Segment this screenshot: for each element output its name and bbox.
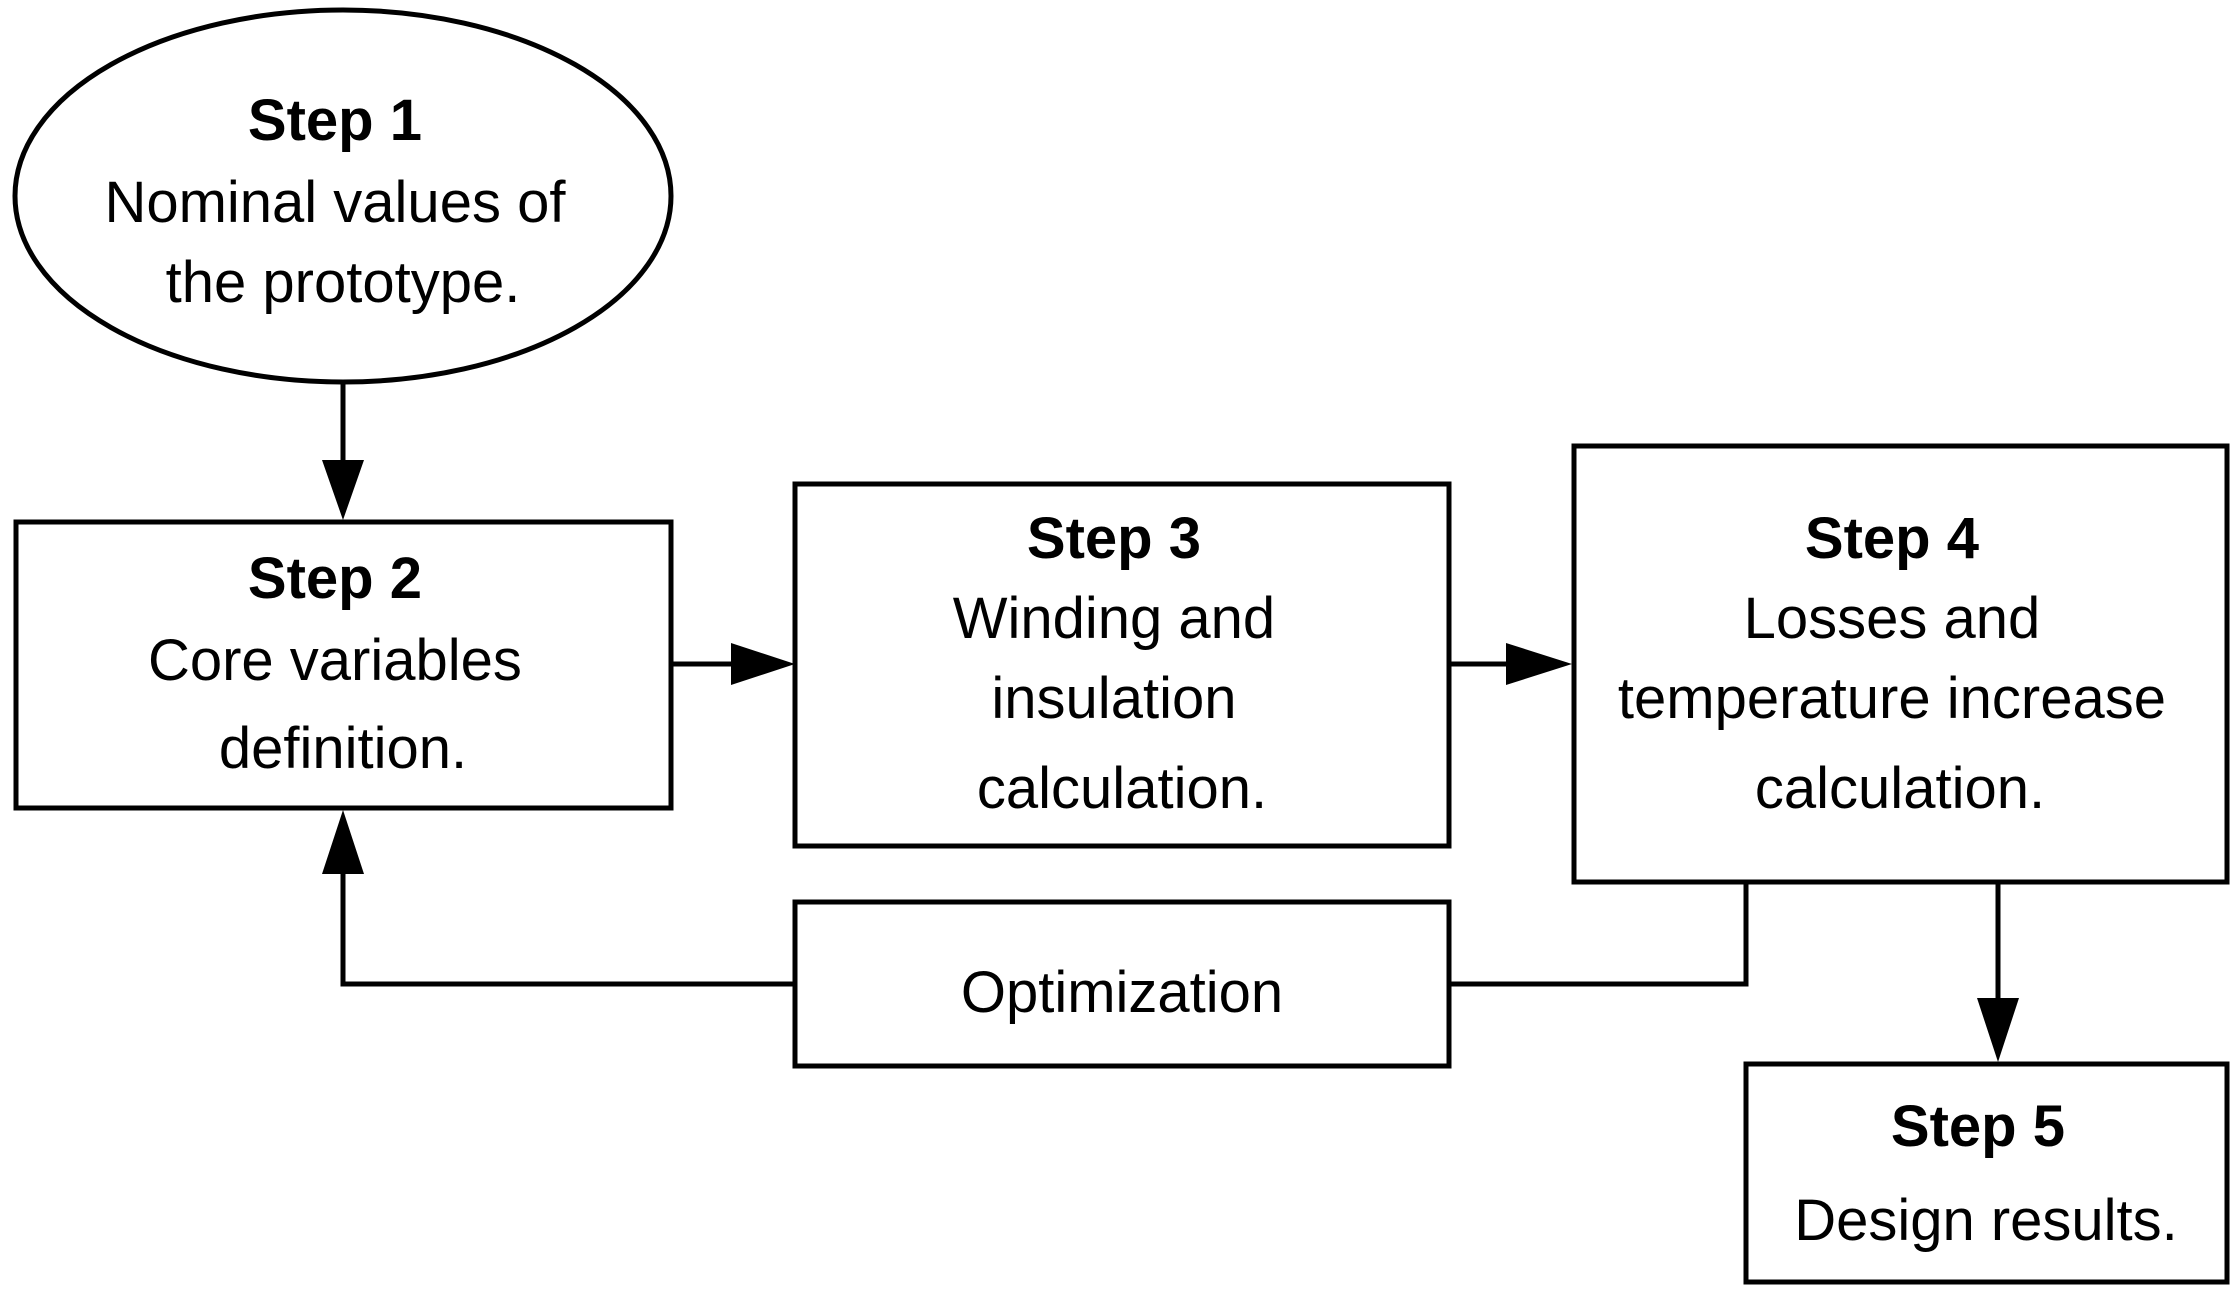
node-step4-shape xyxy=(1571,443,2230,885)
node-step3-title: Step 3 xyxy=(1027,506,1201,571)
node-step3-line-1: Winding and xyxy=(953,586,1275,651)
node-step2-title: Step 2 xyxy=(248,546,422,611)
node-optimization: Optimization xyxy=(792,899,1452,1069)
node-step2-shape xyxy=(13,519,674,811)
svg-text:Step 1 Nominal values of: Step 1 Nominal values of the prototype. xyxy=(104,88,581,315)
node-optimization-shape xyxy=(792,899,1452,1069)
node-step5-shape xyxy=(1743,1061,2230,1285)
node-step1-line-2: the prototype. xyxy=(166,250,521,315)
node-step3: Step 3 Winding and insulation calculatio… xyxy=(792,481,1452,849)
node-step5: Step 5 Design results. xyxy=(1743,1061,2230,1285)
node-step5-line-1: Design results. xyxy=(1794,1188,2178,1253)
svg-text:Step 4 Losses and: Step 4 Losses and temperature increase c… xyxy=(1618,506,2182,821)
edge-step1-to-step2 xyxy=(322,382,364,520)
node-step4-line-3: calculation. xyxy=(1755,756,2045,821)
node-step5-title: Step 5 xyxy=(1891,1094,2065,1159)
edge-step3-to-step4 xyxy=(1449,643,1572,685)
svg-text:Optimization: Optimization xyxy=(961,960,1283,1025)
node-step1-title: Step 1 xyxy=(248,88,422,153)
node-step4-line-2: temperature increase xyxy=(1618,666,2166,731)
node-step3-line-2: insulation xyxy=(991,666,1236,731)
node-optimization-label: Optimization xyxy=(961,960,1283,1025)
node-step1-line-1: Nominal values of xyxy=(104,170,566,235)
node-step2-line-1: Core variables xyxy=(148,628,522,693)
edge-step4-to-step5 xyxy=(1977,884,2019,1062)
node-step4-title: Step 4 xyxy=(1805,506,1979,571)
edge-step2-to-step3 xyxy=(671,643,795,685)
node-step1-shape xyxy=(12,7,674,385)
svg-text:Step 5 Design results.: Step 5 Design results. xyxy=(1794,1094,2178,1253)
edge-optimization-to-step2 xyxy=(322,810,795,987)
edge-step4-to-optimization xyxy=(1449,884,1749,987)
node-step3-shape xyxy=(792,481,1452,849)
svg-text:Step 2 Core variables: Step 2 Core variables definition. xyxy=(148,546,538,781)
node-step4: Step 4 Losses and temperature increase c… xyxy=(1571,443,2230,885)
svg-text:Step 3 Winding and: Step 3 Winding and insulation calculatio… xyxy=(953,506,1292,821)
node-step2-line-2: definition. xyxy=(219,716,467,781)
node-step2: Step 2 Core variables definition. xyxy=(13,519,674,811)
node-step4-line-1: Losses and xyxy=(1744,586,2041,651)
node-step1: Step 1 Nominal values of the prototype. xyxy=(12,7,674,385)
node-step3-line-3: calculation. xyxy=(977,756,1267,821)
